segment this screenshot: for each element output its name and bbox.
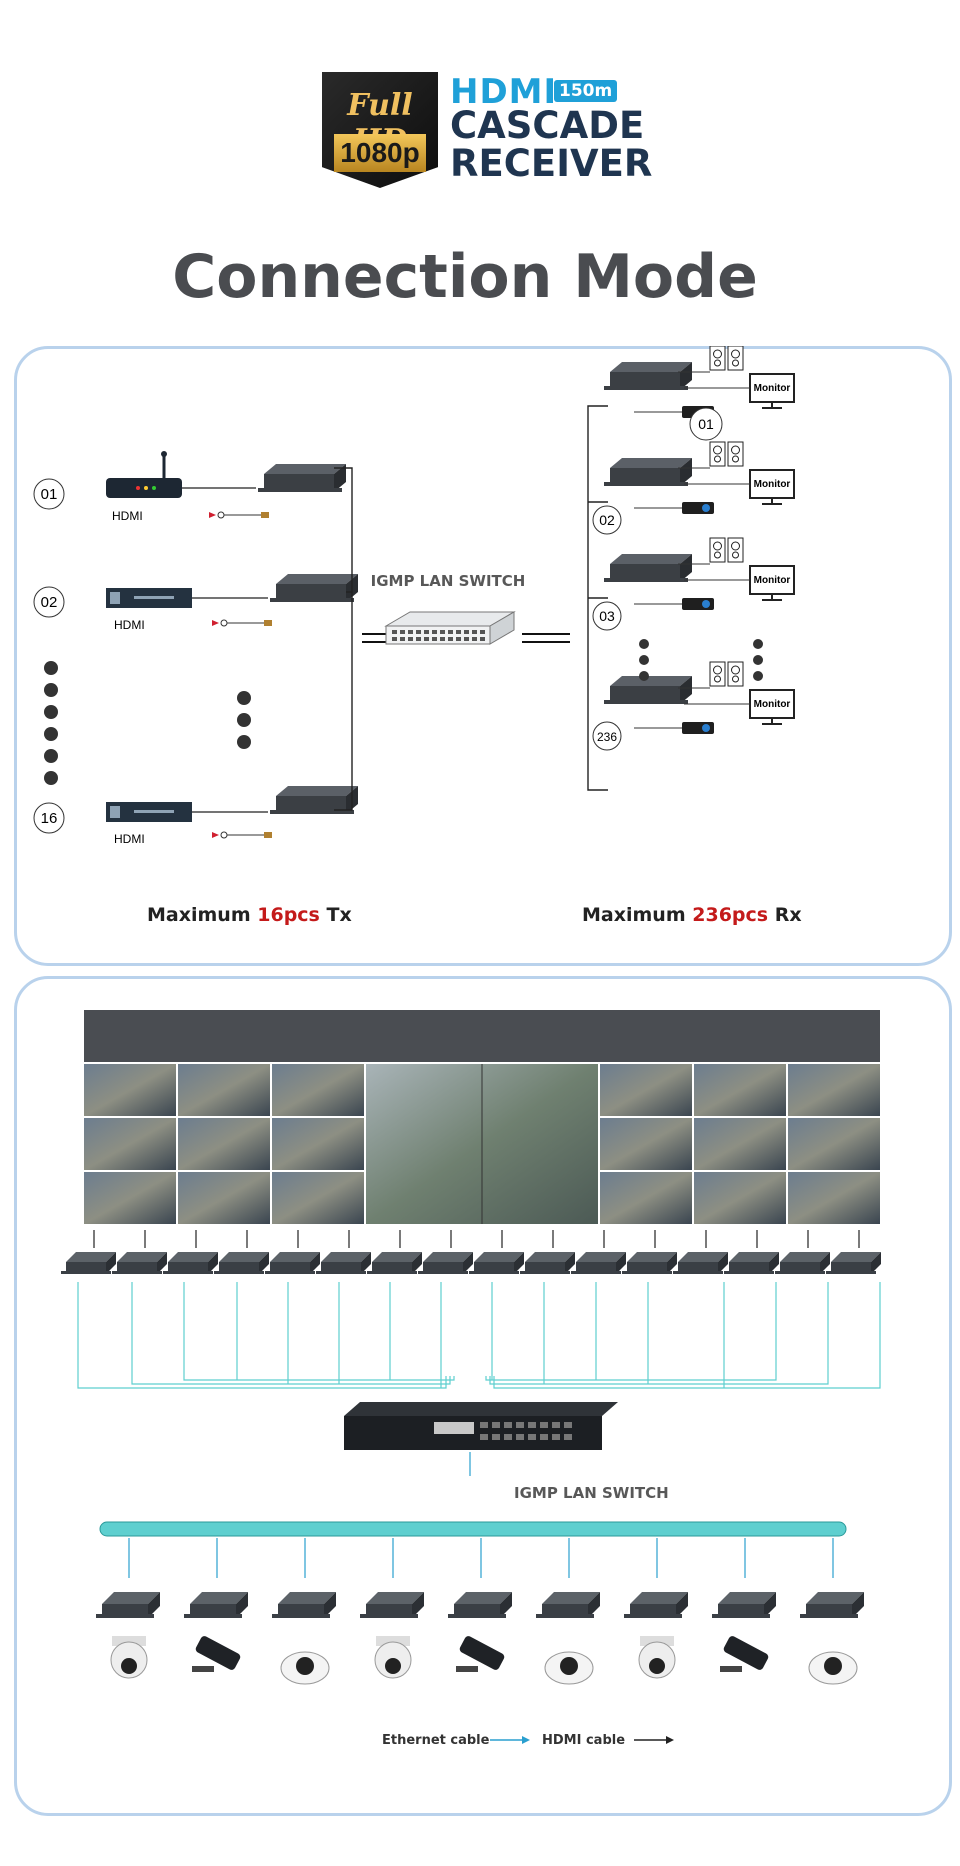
monitor-label: Monitor xyxy=(754,699,791,710)
speaker-icon xyxy=(709,441,744,467)
tx-number-16-label: 16 xyxy=(41,810,58,827)
tx-caption: Maximum 16pcs Tx xyxy=(147,904,352,926)
hdmi-source-player xyxy=(106,802,192,822)
video-wall-diagram: IGMP LAN SWITCH xyxy=(61,1010,881,1748)
rx-number-01-label: 01 xyxy=(698,416,714,432)
bullet-camera-icon xyxy=(456,1636,505,1672)
rx-number-03-label: 03 xyxy=(599,608,615,624)
ir-cable xyxy=(211,619,273,627)
speaker-icon xyxy=(709,661,744,687)
legend-hdmi: HDMI cable xyxy=(542,1733,625,1748)
tx-transmitter xyxy=(270,574,358,602)
video-wall-top xyxy=(84,1010,880,1062)
igmp-switch xyxy=(344,1402,618,1450)
badge-resolution: 1080p xyxy=(334,134,426,172)
tx-transmitter xyxy=(258,464,346,492)
receiver-row xyxy=(61,1252,881,1274)
dome-camera-icon xyxy=(374,1636,412,1679)
hdmi-cable xyxy=(182,487,268,813)
ethernet-arrows xyxy=(128,1538,834,1578)
hdmi-arrows xyxy=(93,1230,860,1248)
tx-number-02 xyxy=(33,586,65,618)
hdmi-label: HDMI xyxy=(114,832,145,846)
monitor-label: Monitor xyxy=(754,383,791,394)
bullet-camera-icon xyxy=(720,1636,769,1672)
legend-hdmi-arrow xyxy=(666,1736,674,1744)
tx-number-16 xyxy=(33,802,65,834)
connection-diagram: 01 02 16 HDMI HDMI HDMI xyxy=(33,346,802,926)
speaker-icon xyxy=(709,537,744,563)
remote-icon xyxy=(682,502,714,514)
rx-number-badges xyxy=(592,407,723,751)
network-bus-bar xyxy=(99,1521,847,1537)
rx-output-cables xyxy=(678,371,750,705)
ellipsis-dots xyxy=(44,661,251,785)
tx-network-bus xyxy=(334,467,353,811)
speaker-icon xyxy=(709,346,744,371)
turret-camera-icon xyxy=(808,1651,858,1685)
remote-icon xyxy=(682,598,714,610)
rx-network-bus xyxy=(587,405,608,791)
legend-ethernet-arrow xyxy=(522,1736,530,1744)
connection-diagram-panel xyxy=(14,346,952,966)
video-wall-screens xyxy=(84,1064,880,1224)
product-line3: RECEIVER xyxy=(450,142,653,185)
hdmi-label: HDMI xyxy=(114,618,145,632)
rx-receiver xyxy=(604,458,692,486)
switch-label: IGMP LAN SWITCH xyxy=(371,572,526,590)
rx-caption-count: 236pcs xyxy=(692,904,768,926)
rx-number-236-label: 236 xyxy=(597,730,617,744)
ethernet-cables xyxy=(77,1282,881,1389)
switch-label: IGMP LAN SWITCH xyxy=(514,1484,669,1502)
dome-camera-icon xyxy=(110,1636,148,1679)
tx-number-01-label: 01 xyxy=(41,486,58,503)
tx-number-01 xyxy=(33,478,65,510)
igmp-switch xyxy=(384,611,516,645)
ir-cable xyxy=(208,511,270,519)
rx-caption-suffix: Rx xyxy=(775,904,802,926)
ir-cable xyxy=(211,831,273,839)
page-title: Connection Mode xyxy=(172,242,758,312)
ellipsis-dots xyxy=(639,639,763,681)
transmitter-row xyxy=(96,1592,864,1618)
rx-caption: Maximum 236pcs Rx xyxy=(582,904,802,926)
rx-receiver xyxy=(604,676,692,704)
product-line1: HDMI xyxy=(450,72,558,112)
rx-receiver xyxy=(604,362,692,390)
dome-camera-icon xyxy=(638,1636,676,1679)
turret-camera-icon xyxy=(280,1651,330,1685)
tx-caption-suffix: Tx xyxy=(327,904,352,926)
tx-caption-count: 16pcs xyxy=(257,904,320,926)
camera-row xyxy=(110,1636,858,1685)
hdmi-source-player xyxy=(106,588,192,608)
rx-number-02-label: 02 xyxy=(599,512,615,528)
bullet-camera-icon xyxy=(192,1636,241,1672)
hdmi-label: HDMI xyxy=(112,509,143,523)
legend-ethernet: Ethernet cable xyxy=(382,1733,490,1748)
rx-caption-prefix: Maximum xyxy=(582,904,686,926)
remote-icon xyxy=(682,722,714,734)
rx-receiver xyxy=(604,554,692,582)
turret-camera-icon xyxy=(544,1651,594,1685)
distance-badge: 150m xyxy=(554,80,618,102)
hdmi-source-router xyxy=(106,451,182,498)
ir-cable xyxy=(634,411,682,729)
product-line2: CASCADE xyxy=(450,104,645,147)
tx-caption-prefix: Maximum xyxy=(147,904,251,926)
monitor-label: Monitor xyxy=(754,575,791,586)
monitor-label: Monitor xyxy=(754,479,791,490)
tx-number-02-label: 02 xyxy=(41,594,58,611)
